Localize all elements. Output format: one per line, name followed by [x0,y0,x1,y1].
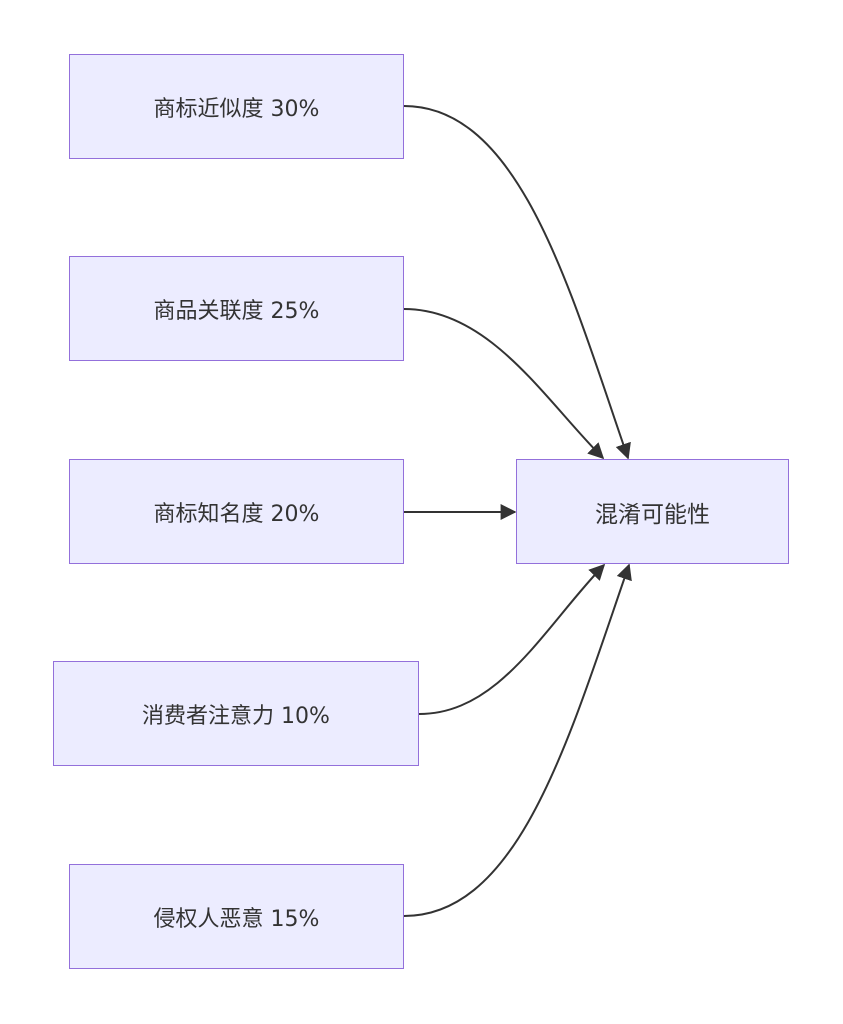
edge-bad-faith-to-confusion [403,563,632,917]
factor-node-consumer-attention: 消费者注意力 10% [53,661,419,766]
factor-label: 商品关联度 25% [153,298,320,324]
factor-label: 商标近似度 30% [153,96,320,122]
edge-similarity-to-confusion [403,105,631,460]
factor-label: 侵权人恶意 15% [153,906,320,932]
edge-relatedness-to-confusion [403,308,605,460]
factor-node-mark-similarity: 商标近似度 30% [69,54,404,159]
target-node-likelihood-of-confusion: 混淆可能性 [516,459,789,564]
factor-label: 消费者注意力 10% [142,703,330,729]
factor-node-infringer-bad-faith: 侵权人恶意 15% [69,864,404,969]
factor-node-goods-relatedness: 商品关联度 25% [69,256,404,361]
factor-label: 商标知名度 20% [153,501,320,527]
factor-node-mark-fame: 商标知名度 20% [69,459,404,564]
target-label: 混淆可能性 [595,501,710,528]
edge-attention-to-confusion [418,563,606,715]
